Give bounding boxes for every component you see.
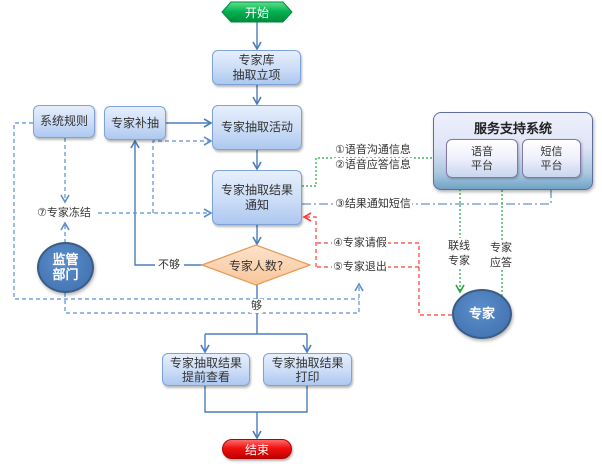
result-notification-line1: 专家抽取结果: [220, 182, 293, 197]
system-rules-label: 系统规则: [39, 114, 88, 128]
arrow-freeze-to-activity: [152, 136, 213, 213]
label-voice-communication-info: ①语音沟通信息: [334, 143, 412, 157]
sms-platform-line2: 平台: [540, 158, 563, 172]
line-expert-to-leave: [316, 242, 452, 316]
supervision-line2: 部门: [52, 267, 79, 283]
line-rules-outer-loop: [13, 122, 359, 300]
start-terminator: [221, 1, 293, 23]
expert-node: 专家: [452, 289, 512, 339]
end-label: 结束: [244, 442, 269, 457]
expert-library-node: 专家库 抽取立项: [212, 50, 301, 85]
service-support-system: 服务支持系统 语音 平台 短信 平台: [433, 112, 593, 190]
decision-diamond: [200, 244, 312, 286]
expert-label: 专家: [468, 306, 495, 322]
expert-response-line1: 专家: [490, 241, 512, 254]
label-connect-expert: 联线 专家: [448, 238, 470, 268]
supplementary-extraction-node: 专家补抽: [104, 106, 166, 140]
service-system-title: 服务支持系统: [473, 122, 552, 137]
result-notification-node: 专家抽取结果 通知: [212, 170, 302, 225]
result-preview-node: 专家抽取结果 提前查看: [162, 353, 250, 386]
result-notification-line2: 通知: [244, 197, 269, 212]
label-not-enough: 不够: [157, 258, 181, 272]
supplementary-extraction-label: 专家补抽: [110, 115, 159, 130]
voice-platform-node: 语音 平台: [446, 139, 518, 178]
supervision-department-node: 监管 部门: [37, 242, 94, 293]
system-rules-node: 系统规则: [33, 105, 95, 138]
label-voice-response-info: ②语音应答信息: [334, 158, 412, 172]
connect-expert-line2: 专家: [448, 254, 470, 267]
arrow-not-enough-to-supplement: [130, 139, 155, 266]
label-expert-exit: ⑤专家退出: [332, 260, 388, 274]
expert-library-line2: 抽取立项: [232, 67, 281, 82]
extraction-activity-node: 专家抽取活动: [212, 105, 302, 150]
label-expert-leave: ④专家请假: [332, 236, 388, 250]
expert-response-line2: 应答: [490, 256, 512, 269]
voice-platform-line2: 平台: [471, 158, 493, 172]
voice-platform-line1: 语音: [471, 144, 493, 158]
label-expert-freeze: ⑦专家冻结: [36, 206, 92, 220]
result-print-node: 专家抽取结果 打印: [263, 353, 352, 386]
supervision-line1: 监管: [52, 252, 79, 268]
sms-platform-node: 短信 平台: [522, 139, 581, 178]
label-expert-response: 专家 应答: [490, 240, 512, 270]
result-preview-line1: 专家抽取结果: [169, 355, 242, 370]
arrow-feedback-to-notification: [302, 212, 317, 267]
result-print-line1: 专家抽取结果: [271, 355, 344, 370]
label-result-sms: ③结果通知短信: [334, 197, 412, 211]
start-label: 开始: [244, 5, 269, 20]
label-enough: 够: [250, 299, 263, 313]
sms-platform-line1: 短信: [540, 144, 563, 158]
connect-expert-line1: 联线: [448, 239, 470, 252]
result-print-line2: 打印: [295, 369, 320, 384]
result-preview-line2: 提前查看: [181, 369, 230, 384]
end-terminator: 结束: [222, 439, 292, 459]
expert-library-line1: 专家库: [238, 52, 275, 67]
extraction-activity-label: 专家抽取活动: [220, 120, 293, 134]
expert-count-check-label: 专家人数?: [228, 258, 284, 273]
arrow-supervision-to-exit: [64, 282, 364, 314]
line-merge-to-end: [204, 386, 308, 413]
